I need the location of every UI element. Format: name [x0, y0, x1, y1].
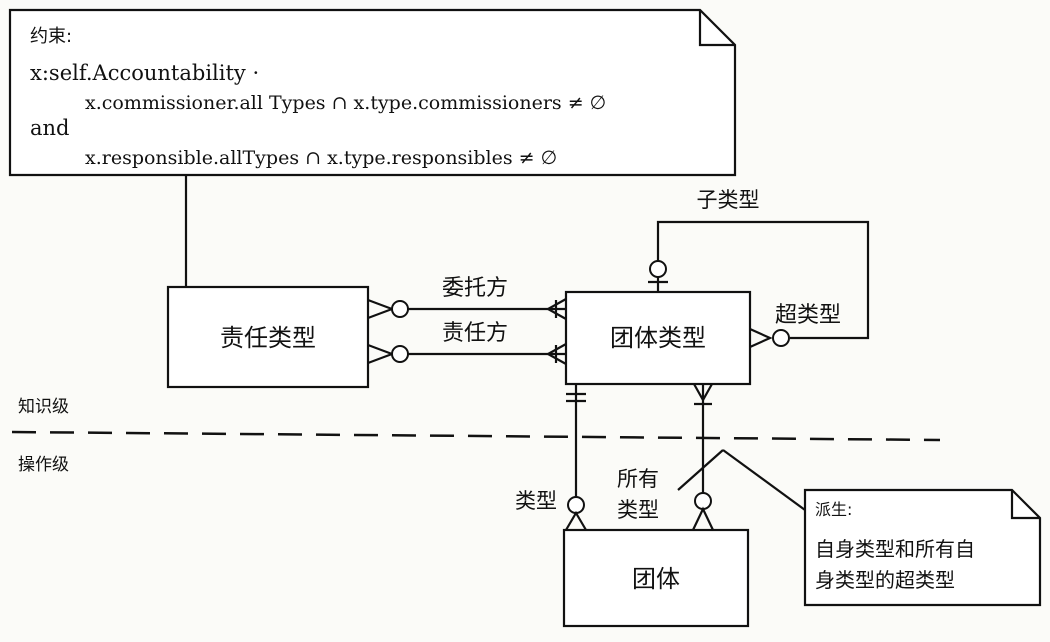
responsible-relationship: [367, 343, 567, 365]
commissioner-label: 委托方: [442, 276, 508, 301]
supertype-label: 超类型: [775, 303, 841, 328]
party-box: [562, 528, 750, 628]
level-separator: [11, 430, 941, 442]
commissioner-relationship: [367, 298, 567, 320]
constraint-note: 约束: x:self.Accountability · x.commission…: [8, 8, 737, 177]
derived-line-1: 自身类型和所有自: [815, 537, 975, 561]
constraint-line-4: x.responsible.allTypes ∩ x.type.responsi…: [85, 147, 557, 169]
all-types-label-1: 所有: [617, 467, 659, 491]
constraint-label: 约束:: [30, 26, 72, 47]
subtype-label: 子类型: [697, 188, 760, 212]
constraint-line-3: and: [30, 116, 70, 140]
knowledge-level-label: 知识级: [18, 397, 69, 417]
party-label: 团体: [632, 565, 680, 593]
all-types-relationship: [677, 383, 806, 531]
accountability-type-label: 责任类型: [220, 324, 316, 352]
all-types-label-2: 类型: [617, 498, 659, 522]
type-label: 类型: [515, 489, 557, 513]
constraint-line-2: x.commissioner.all Types ∩ x.type.commis…: [85, 92, 606, 114]
derived-label: 派生:: [815, 500, 852, 519]
constraint-line-1: x:self.Accountability ·: [30, 61, 259, 85]
subtype-supertype-loop: [648, 220, 870, 349]
accountability-type-box: [166, 285, 370, 389]
type-relationship: [565, 384, 587, 531]
party-type-label: 团体类型: [610, 324, 706, 352]
responsible-label: 责任方: [442, 321, 508, 346]
party-type-box: [564, 290, 752, 386]
derived-line-2: 身类型的超类型: [815, 568, 955, 592]
operational-level-label: 操作级: [18, 455, 69, 475]
derived-note: 派生: 自身类型和所有自 身类型的超类型: [803, 488, 1042, 607]
